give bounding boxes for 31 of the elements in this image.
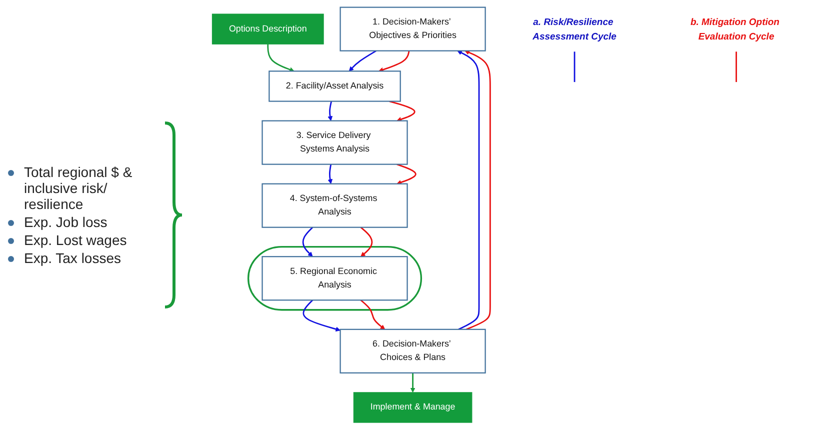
- arrow: [328, 164, 333, 184]
- bullet-text: Total regional $ & inclusive risk/ resilience: [24, 164, 134, 212]
- node-box: 5. Regional Economic Analysis: [262, 256, 408, 301]
- cluster: [247, 246, 422, 311]
- arrow: [360, 226, 373, 257]
- node-box: 6. Decision-Makers’ Choices & Plans: [340, 328, 486, 374]
- node-box: Options Description: [212, 14, 324, 44]
- node-box: 1. Decision-Makers’ Objectives & Priorities: [340, 6, 486, 52]
- bullet-text: Exp. Tax losses: [24, 250, 122, 266]
- node-box: Implement & Manage: [353, 392, 472, 423]
- arrow: [410, 372, 416, 393]
- node-box: 4. System-of-Systems Analysis: [262, 183, 408, 228]
- arrow: [348, 50, 377, 72]
- arrow: [267, 44, 294, 72]
- arrow: [328, 101, 333, 122]
- bullet-text: Exp. Lost wages: [24, 232, 127, 248]
- arrow: [302, 300, 340, 332]
- node-box: 2. Facility/Asset Analysis: [268, 70, 401, 102]
- connector: [574, 52, 576, 82]
- arrow: [396, 164, 416, 185]
- node-text: a. Risk/Resilience Assessment Cycle: [532, 16, 616, 42]
- node-box: 3. Service Delivery Systems Analysis: [262, 120, 408, 165]
- arrow: [360, 300, 386, 330]
- node-text: b. Mitigation Option Evaluation Cycle: [690, 16, 780, 42]
- arrow: [464, 50, 491, 330]
- arrow: [378, 50, 410, 72]
- arrow: [389, 100, 416, 122]
- bullet-text: Exp. Job loss: [24, 214, 108, 230]
- connector: [736, 52, 737, 82]
- arrow: [302, 226, 314, 257]
- arrow: [457, 50, 480, 330]
